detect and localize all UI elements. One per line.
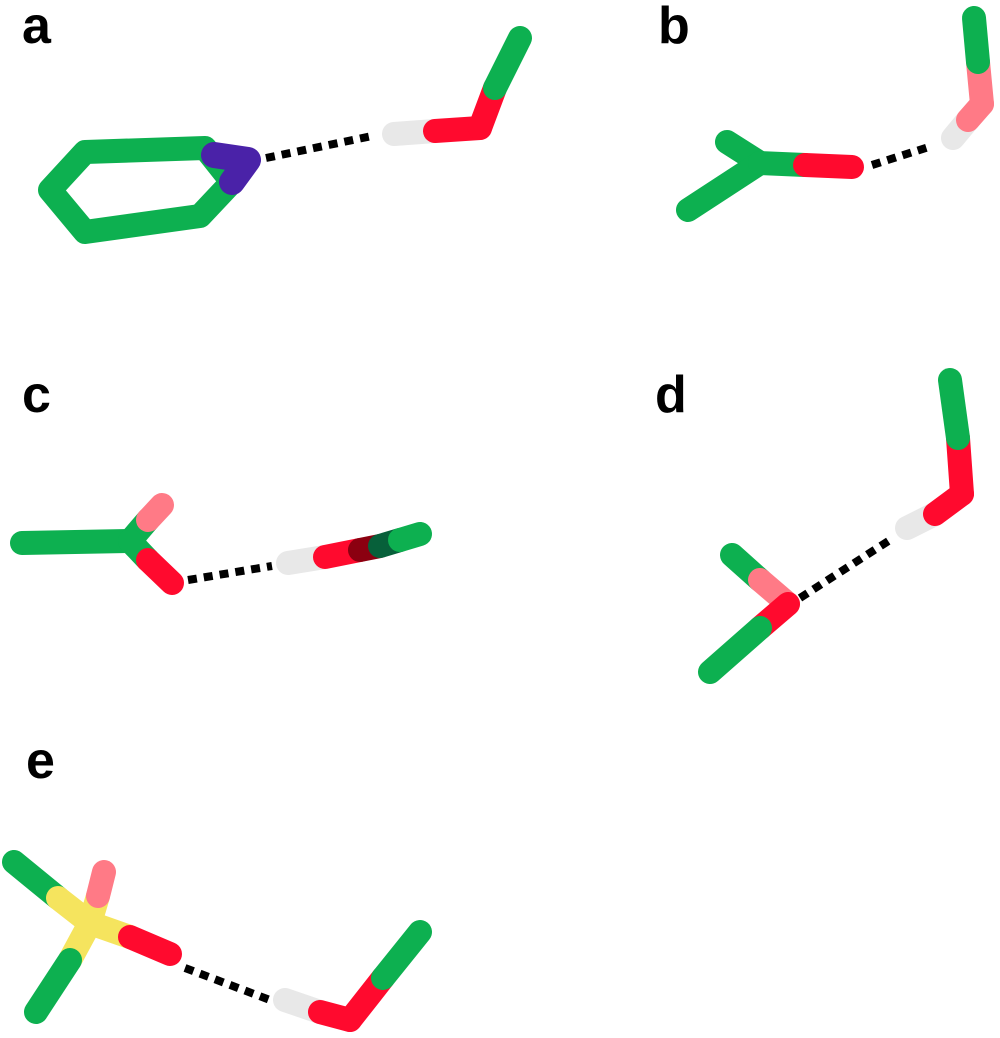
panel-label-d: d [655, 366, 687, 424]
acetone-molecule [676, 130, 864, 222]
bond-c-o-oxygen [793, 153, 864, 179]
panel-a: a [22, 0, 532, 244]
panel-label-a: a [22, 0, 52, 55]
bond-o [118, 925, 182, 966]
methanol-molecule-d [895, 368, 974, 540]
bond-c-methyl2 [676, 151, 772, 222]
panel-e: e [2, 732, 432, 1032]
acetic-acid-molecule [10, 493, 184, 595]
bond-c [371, 920, 432, 990]
methanol-molecule-a [382, 26, 532, 146]
bond-c-o-oxygen [136, 548, 184, 595]
pyridine-molecule [38, 136, 261, 244]
methanol-molecule-e [273, 920, 432, 1032]
panel-label-e: e [26, 732, 55, 790]
bond-c [938, 368, 970, 450]
bond-methyl [10, 529, 142, 555]
bond-c [962, 6, 990, 74]
bond-c [483, 26, 532, 100]
methanol-molecule-c [276, 522, 432, 575]
panel-d: d [655, 366, 974, 684]
panel-label-b: b [658, 0, 690, 55]
panel-label-c: c [22, 366, 51, 424]
dimethyl-ether-molecule [698, 543, 800, 684]
hydrogen-bond-c [187, 562, 273, 584]
hydrogen-bond-d [797, 534, 896, 602]
bond-c-lower [24, 948, 82, 1024]
bond-o-back [86, 860, 116, 908]
bond-c-oh-oxygen [136, 493, 174, 532]
hydrogen-bond-a [265, 132, 373, 162]
dmso-molecule [2, 850, 182, 1024]
pyridine-nitrogen [201, 142, 261, 195]
panel-b: b [658, 0, 994, 222]
panel-c: c [10, 366, 432, 595]
bond-c [388, 522, 432, 552]
methanol-molecule-b [941, 6, 994, 150]
bond-c-lower [698, 616, 772, 684]
hydrogen-bond-b [870, 142, 934, 169]
hydrogen-bond-e [183, 964, 272, 1004]
